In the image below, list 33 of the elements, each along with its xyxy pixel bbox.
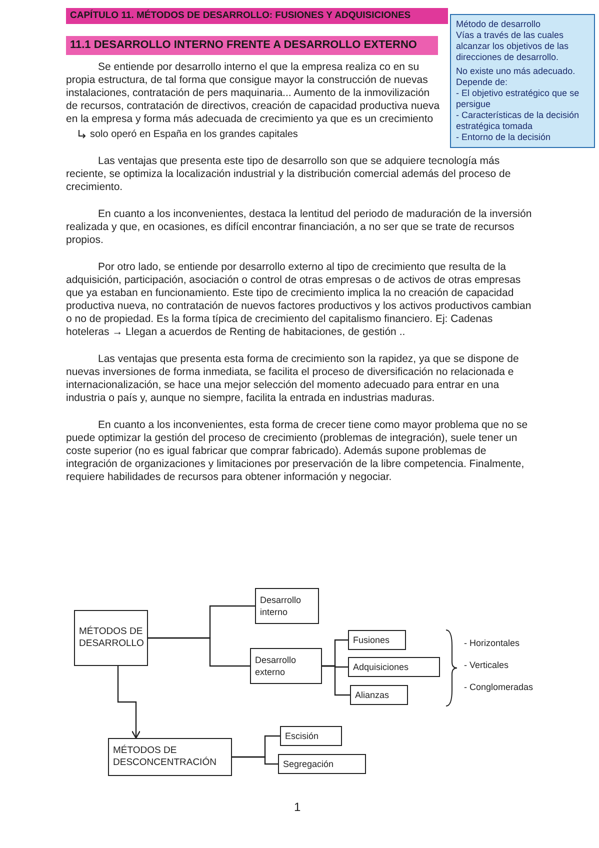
list-item: - Verticales	[464, 660, 509, 671]
connector	[148, 637, 250, 667]
note-text: solo operó en España en los grandes capitales	[90, 128, 298, 141]
concept-box: Adquisiciones	[348, 657, 440, 677]
concept-box: Segregación	[278, 754, 366, 774]
section-heading: 11.1 DESARROLLO INTERNO FRENTE A DESARROLLO EXTERNO	[66, 36, 438, 55]
note-text: Método de desarrollo	[456, 19, 542, 30]
paragraph: En cuanto a los inconvenientes, esta forma de crecer tiene como mayor problema que no se puede optimizar la gestión del proceso de crecimiento (problemas de integración), suele tener un coste superior (no es igual fabricar que comprar fabricado). Además supone problemas de integración de organizaciones y limitaciones por preservación de la libre competencia. Finalmente, requiere habilidades de recursos para obtener información y negociar.	[66, 418, 529, 484]
note-text: No existe uno más adecuado. Depende de:	[456, 66, 576, 88]
connector	[117, 666, 141, 739]
paragraph: Las ventajas que presenta esta forma de crecimiento son la rapidez, ya que se dispone de nuevas inversiones de forma inmediata, se facilita el proceso de diversificación no relacionada e internacionalización, se hace una mejor selección del momento adecuado para entrar en una industria o país y, aunque no siempre, facilita la entrada en industrias maduras.	[66, 352, 520, 405]
concept-box: Alianzas	[350, 685, 408, 705]
connector	[322, 665, 350, 696]
chapter-title: CAPÍTULO 11. MÉTODOS DE DESARROLLO: FUSIONES Y ADQUISICIONES	[66, 8, 448, 24]
note-text: Vías a través de las cuales alcanzar los objetivos de las direcciones de desarrollo.	[456, 30, 570, 63]
paragraph: Por otro lado, se entiende por desarrollo externo al tipo de crecimiento que resulta de la adquisición, participación, asociación o control de otras empresas o de activos de otras empresas que ya estaban en funcionamiento. Este tipo de crecimiento implica la no creación de capacidad productiva nueva, no contratación de nuevos factores productivos y los activos productivos cambian o no de propiedad. Es la forma típica de crecimiento del capitalismo financiero. Ej: Cadenas hoteleras → Llegan a acuerdos de Renting de habitaciones, de gestión ..	[66, 260, 532, 339]
concept-box: Desarrollo interno	[255, 588, 319, 624]
list-item: - Horizontales	[464, 638, 520, 649]
concept-box: MÉTODOS DE DESCONCENTRACIÓN	[108, 738, 232, 776]
concept-box: MÉTODOS DE DESARROLLO	[74, 610, 148, 666]
paragraph: En cuanto a los inconvenientes, destaca la lentitud del periodo de maduración de la inversión realizada y que, en ocasiones, es difícil encontrar financiación, a no ser que se trate de recursos propios.	[66, 208, 533, 247]
note-text: - Características de la decisión estratégica tomada	[456, 110, 580, 132]
paragraph: Se entiende por desarrollo interno el que la empresa realiza co en su propia estructura, de tal forma que consigue mayor la construcción de nuevas instalaciones, contratación de pers maquinaria... Aumento de la inmovilización de recursos, contratación de directivos, creación de capacidad productiva nueva en la empresa y forma más adecuada de crecimiento ya que es un crecimiento	[66, 60, 441, 126]
concept-box: Escisión	[280, 726, 342, 746]
connector	[232, 756, 278, 765]
note-text: - Entorno de la decisión	[456, 132, 552, 143]
list-item: - Conglomeradas	[464, 682, 534, 693]
concept-box: Fusiones	[348, 630, 406, 650]
paragraph: Las ventajas que presenta este tipo de desarrollo son que se adquiere tecnología más reciente, se optimiza la localización industrial y la distribución comercial además del proceso de crecimiento.	[66, 154, 512, 194]
concept-box: Desarrollo externo	[250, 648, 322, 684]
page-number: 1	[294, 799, 301, 816]
note-text: - El objetivo estratégico que se persigue	[456, 88, 580, 110]
sticky-note	[450, 14, 595, 148]
